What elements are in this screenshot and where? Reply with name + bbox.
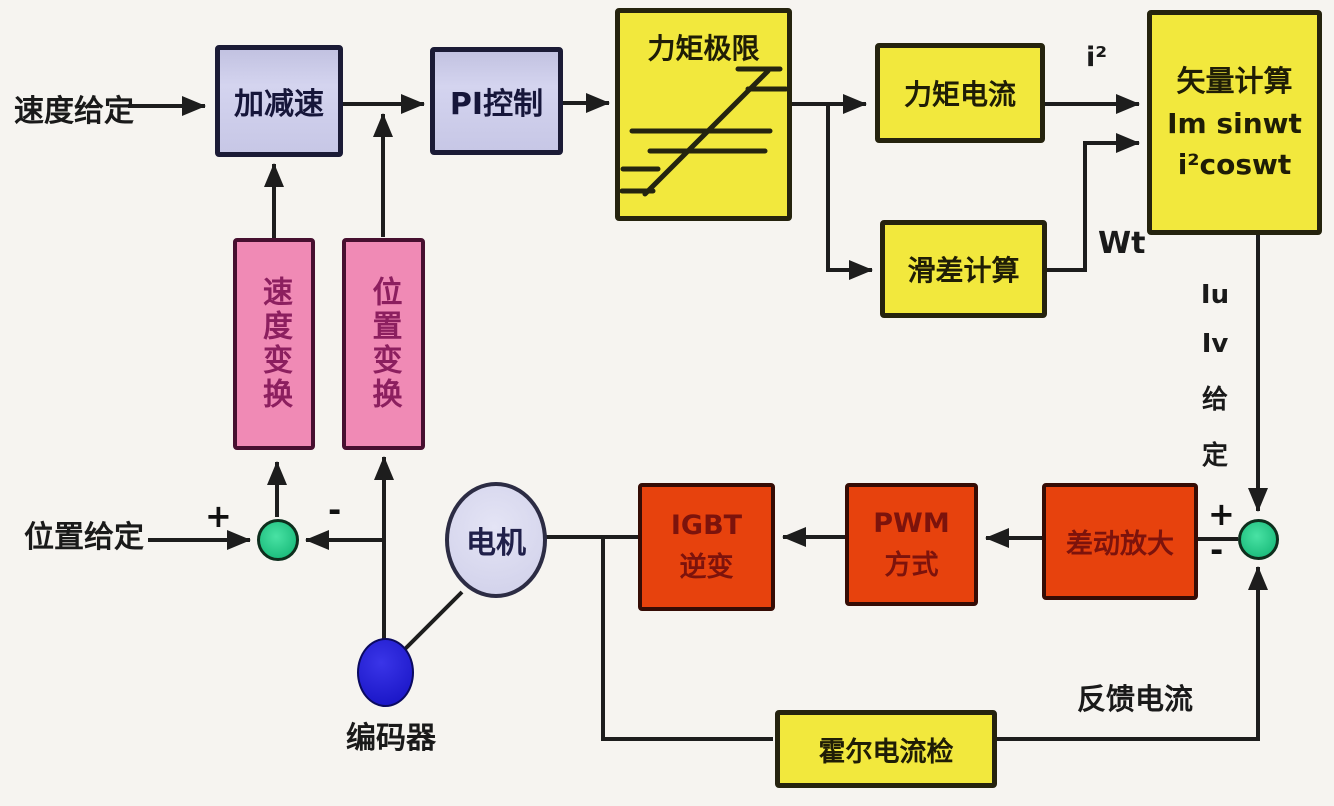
block-label-line2: 逆变 — [679, 552, 734, 583]
block-label-line2: 方式 — [884, 549, 939, 581]
encoder-node — [357, 638, 414, 707]
iu-label: Iu — [1200, 280, 1230, 310]
wire-motor-to-hall — [601, 537, 773, 741]
speed-reference-label: 速度给定 — [14, 94, 134, 129]
vector-formula-2: i²coswt — [1177, 147, 1292, 181]
encoder-label: 编码器 — [346, 721, 436, 756]
block-vector-calc: 矢量计算 Im sinwt i²coswt — [1147, 10, 1322, 235]
left-sum-minus-sign: - — [328, 491, 342, 529]
wire-slipcalc-to-vectorcalc — [1047, 133, 1140, 272]
gei-label: 给 — [1201, 384, 1228, 415]
position-summing-junction — [257, 519, 299, 561]
wire-encoder-to-motor-shaft — [402, 590, 464, 652]
block-hall-current-detect: 霍尔电流检 — [775, 710, 997, 788]
block-slip-calc: 滑差计算 — [880, 220, 1047, 318]
block-label: 霍尔电流检 — [818, 736, 954, 768]
block-torque-limit: 力矩极限 — [615, 8, 792, 221]
wire-hall-to-rightsum — [997, 566, 1268, 741]
current-summing-junction — [1238, 519, 1279, 560]
block-speed-transform: 速度变换 — [233, 238, 315, 450]
block-label-line1: PWM — [873, 507, 950, 539]
block-label: 位置变换 — [366, 276, 402, 412]
i-squared-label: i² — [1086, 42, 1108, 73]
rate-limiter-curve-icon — [620, 66, 787, 197]
block-label: 差动放大 — [1066, 529, 1174, 560]
vector-formula-1: Im sinwt — [1167, 106, 1302, 140]
block-label: PI控制 — [449, 87, 544, 122]
wt-label: Wt — [1098, 226, 1146, 261]
block-label-line1: IGBT — [670, 510, 743, 542]
iu-iv-setpoint-label-column: Iu Iv 给 定 — [1192, 280, 1238, 472]
block-label: 加减速 — [234, 87, 324, 122]
ding-label: 定 — [1201, 440, 1228, 471]
iv-label: Iv — [1201, 329, 1229, 360]
motor-node: 电机 — [445, 482, 547, 598]
right-sum-minus-sign: - — [1210, 531, 1224, 569]
block-label: 矢量计算 — [1176, 63, 1293, 98]
block-label: 滑差计算 — [907, 254, 1020, 287]
block-label: 力矩极限 — [647, 32, 760, 65]
block-pi-control: PI控制 — [430, 47, 563, 155]
block-position-transform: 位置变换 — [342, 238, 425, 450]
block-diff-amplify: 差动放大 — [1042, 483, 1198, 600]
block-igbt-inverter: IGBT 逆变 — [638, 483, 775, 611]
wire-branch-to-slipcalc — [826, 104, 873, 280]
position-reference-label: 位置给定 — [24, 520, 144, 555]
feedback-current-label: 反馈电流 — [1077, 682, 1194, 716]
block-label: 速度变换 — [257, 276, 292, 412]
block-label: 力矩电流 — [903, 78, 1016, 111]
motor-label: 电机 — [466, 526, 526, 561]
block-torque-current: 力矩电流 — [875, 43, 1045, 143]
right-sum-plus-sign: + — [1208, 495, 1235, 533]
block-pwm-mode: PWM 方式 — [845, 483, 978, 606]
left-sum-plus-sign: + — [205, 497, 232, 535]
block-accel-decel: 加减速 — [215, 45, 343, 157]
